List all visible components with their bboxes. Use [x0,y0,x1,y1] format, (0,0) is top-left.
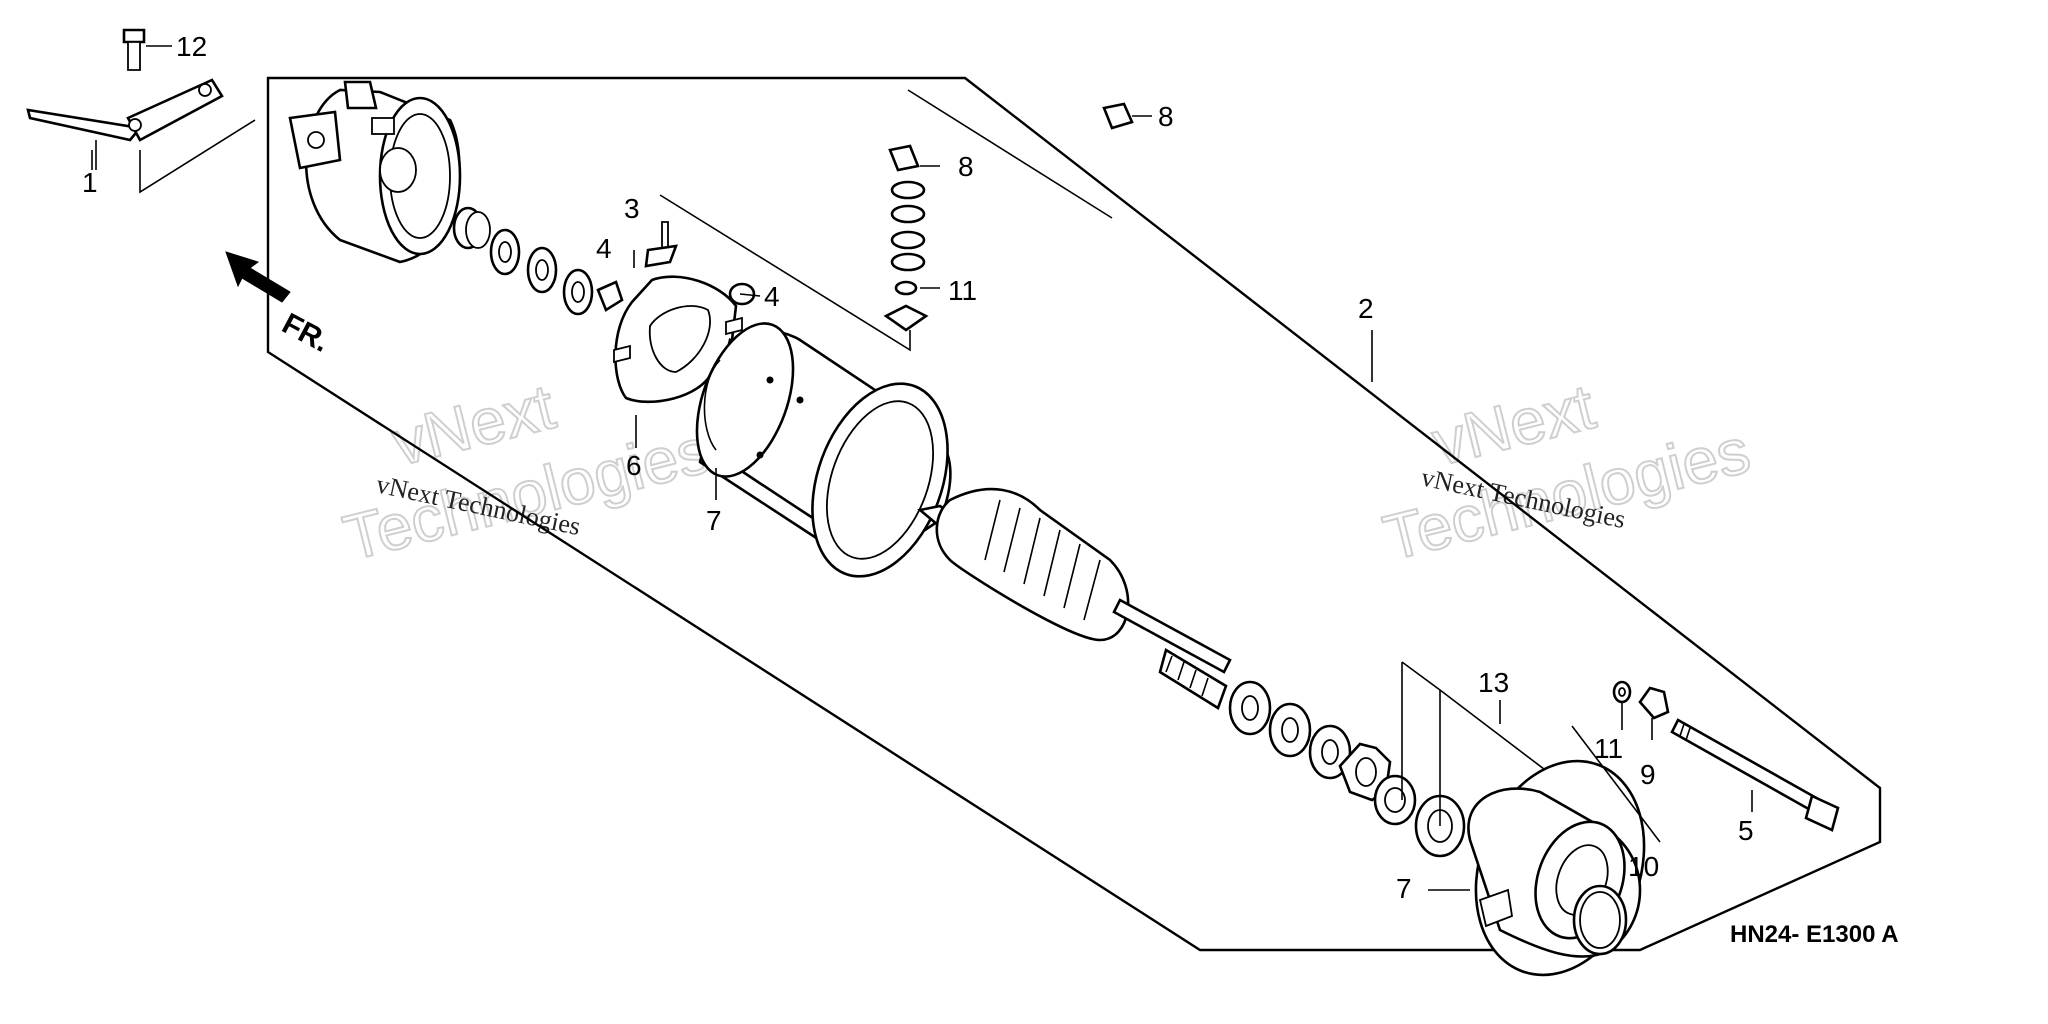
callout-3: 3 [624,193,640,224]
callout-6: 6 [626,450,642,481]
part-13-bearings [1373,661,1641,858]
rear-washers [1228,680,1392,802]
callout-7-upper: 7 [706,505,722,536]
callout-12: 12 [176,31,207,62]
callout-7-lower: 7 [1396,873,1412,904]
yoke-motor-case [695,322,952,578]
callout-11-stack: 11 [948,275,977,306]
bolt-group-bracket [907,89,1113,219]
part-10-o-ring [1571,725,1661,956]
part-9-nut-rear [1638,686,1670,720]
callout-9: 9 [1640,759,1656,790]
leader-lines [91,150,1753,891]
upper-bolt-stack [883,144,940,332]
callout-8-stack: 8 [958,151,974,182]
callout-10: 10 [1628,851,1659,882]
part-11-washer-rear [1612,680,1632,704]
callout-5: 5 [1738,815,1754,846]
callout-4-left: 4 [596,233,612,264]
part-4-brush-left [596,280,624,312]
callout-1: 1 [82,167,98,198]
callout-labels: 1 12 3 4 4 6 7 8 8 11 2 13 11 9 5 7 10 [82,31,1754,904]
assembly-outline [266,76,1882,952]
front-direction-arrow: FR. [225,251,335,359]
diagram-code: HN24- E1300 A [1730,921,1899,948]
armature [917,487,1232,710]
callout-2: 2 [1358,293,1374,324]
part-1-cable-stay [26,78,256,194]
callout-8-top: 8 [1158,101,1174,132]
front-cover-housing [288,80,462,264]
front-bushing-washers [452,206,594,316]
part-6-brush-holder [613,275,743,404]
part-12-bolt [122,28,172,71]
callout-4-right: 4 [764,281,780,312]
callout-13: 13 [1478,667,1509,698]
svg-text:FR.: FR. [277,307,335,359]
part-8-nut-top [1102,102,1152,130]
callout-11-rear: 11 [1594,733,1623,764]
part-5-through-bolt [1670,718,1840,832]
upper-group-bracket [659,194,911,352]
part-3-screw [644,221,678,268]
